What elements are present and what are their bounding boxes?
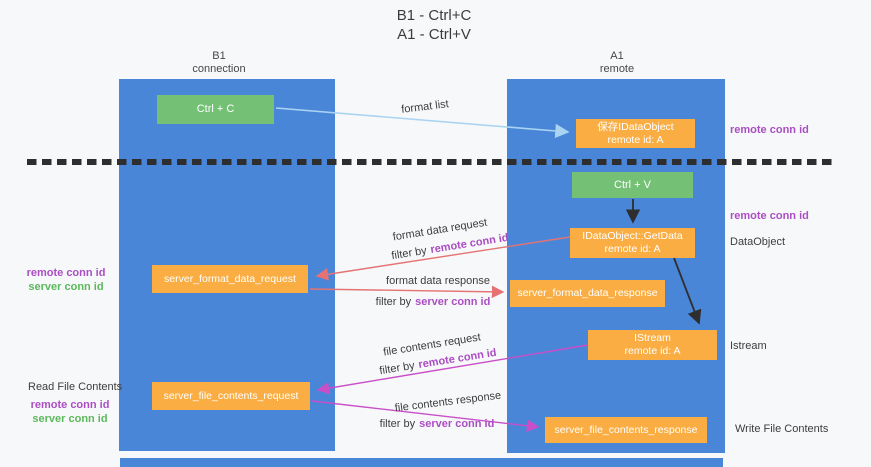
node-ctrl-c: Ctrl + C [157,95,274,124]
column-b1-role: connection [192,63,246,75]
remote-conn-id-text: remote conn id [730,210,809,222]
filter-by-text: filter by [375,296,412,308]
label-dataobject-text: DataObject [730,236,786,248]
node-server-file-contents-request: server_file_contents_request [152,382,310,410]
label-format-data-response: format data response [386,275,490,287]
column-a1-name: A1 [610,50,624,62]
node-ctrl-v-label: Ctrl + V [614,178,651,191]
label-istream-text: Istream [730,340,767,352]
label-format-list: format list [401,98,450,116]
node-istream-line2: remote id: A [624,345,681,357]
label-server-conn-id-left-1: server conn id [28,281,104,293]
filter-by-text: filter by [378,359,416,378]
label-write-file-contents: Write File Contents [735,423,828,435]
server-conn-id-text: server conn id [415,296,491,308]
label-file-contents-response: file contents response [394,390,502,415]
left-conn-id-block-1: remote conn id server conn id [20,266,112,294]
label-remote-conn-id-left-1: remote conn id [26,267,106,279]
remote-conn-id-text: remote conn id [730,124,809,136]
node-save-idataobject-line2: remote id: A [607,133,664,146]
node-save-idataobject-line1: 保存IDataObject [597,120,674,133]
node-save-idataobject: 保存IDataObject remote id: A [576,119,695,148]
column-header-a1: A1 remote [600,50,634,76]
node-istream-line1: IStream [634,332,671,344]
node-server-format-data-response-label: server_format_data_response [517,287,658,299]
partial-box-bottom [120,458,723,467]
node-server-format-data-response: server_format_data_response [510,280,665,307]
column-a1-role: remote [599,63,635,75]
filter-by-text: filter by [390,244,428,263]
diagram-title-line1: B1 - Ctrl+C [396,7,472,24]
column-header-b1: B1 connection [192,50,245,76]
filter-by-text: filter by [379,418,416,430]
diagram-title: B1 - Ctrl+C A1 - Ctrl+V [397,6,472,44]
node-istream: IStream remote id: A [588,330,717,360]
label-read-file-contents-text: Read File Contents [28,381,123,393]
node-server-file-contents-request-label: server_file_contents_request [163,389,299,402]
arrow-format-data-response [309,285,505,299]
label-format-list-text: format list [400,98,450,116]
node-getdata-line1: IDataObject::GetData [582,230,683,242]
label-server-conn-id-left-2: server conn id [32,413,108,425]
label-remote-conn-id-right-1: remote conn id [730,124,809,136]
node-getdata-line2: remote id: A [604,243,661,255]
label-write-file-contents-text: Write File Contents [735,423,829,435]
diagram-title-line2: A1 - Ctrl+V [397,26,471,43]
label-file-contents-response-text: file contents response [394,389,502,415]
label-format-data-response-text: format data response [386,275,490,287]
node-ctrl-v: Ctrl + V [572,172,693,198]
node-idataobject-getdata: IDataObject::GetData remote id: A [570,228,695,258]
server-conn-id-text: server conn id [419,418,495,430]
node-ctrl-c-label: Ctrl + C [196,103,235,115]
column-b1-name: B1 [212,50,226,62]
node-server-format-data-request-label: server_format_data_request [164,272,296,285]
label-remote-conn-id-left-2: remote conn id [30,399,110,411]
label-dataobject: DataObject [730,236,785,248]
node-server-file-contents-response-label: server_file_contents_response [554,423,698,436]
label-read-file-contents: Read File Contents [28,381,122,393]
label-istream: Istream [730,340,767,352]
node-server-file-contents-response: server_file_contents_response [545,417,707,443]
label-remote-conn-id-right-2: remote conn id [730,210,809,222]
left-conn-id-block-2: remote conn id server conn id [24,398,116,426]
node-server-format-data-request: server_format_data_request [152,265,308,293]
